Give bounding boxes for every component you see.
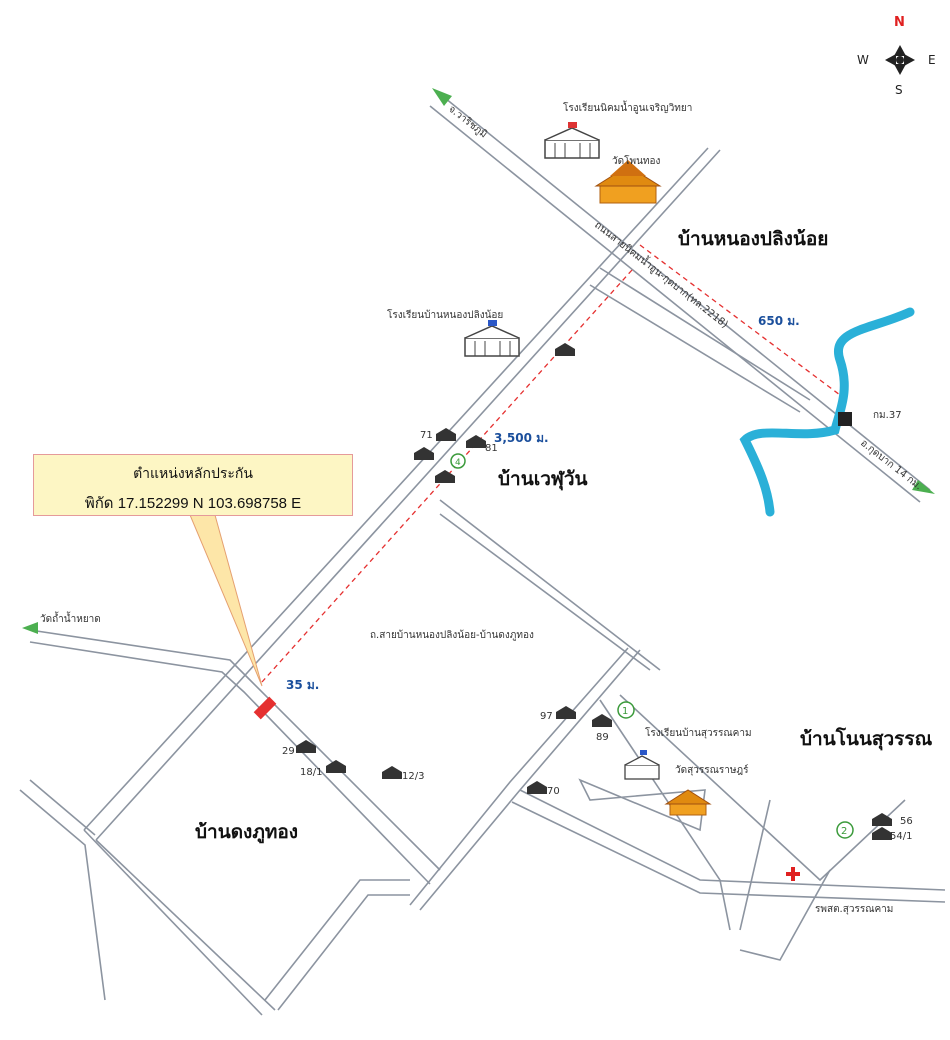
label-hospital: รพสต.สุวรรณคาม [815,904,893,915]
label-school-suwankham: โรงเรียนบ้านสุวรรณคาม [645,726,752,739]
label-km-marker: กม.37 [873,410,902,421]
label-wat-phon-thong: วัดโพนทอง [612,154,661,167]
route-highway [639,244,841,396]
house-no-29: 29 [282,746,295,757]
house-no-97: 97 [540,711,553,722]
property-callout: ตำแหน่งหลักประกัน พิกัด 17.152299 N 103.… [33,454,353,516]
label-wat-tham: วัดถ้ำน้ำหยาด [40,611,101,625]
compass-w: W [857,53,869,67]
house-no-71: 71 [420,430,433,441]
marker-1: 1 [617,701,635,719]
label-school-nikhom: โรงเรียนนิคมน้ำอูนเจริญวิทยา [563,100,692,114]
distance-650: 650 ม. [758,314,800,328]
svg-text:2: 2 [841,826,847,837]
house-no-18-1: 18/1 [300,767,322,778]
svg-text:1: 1 [622,706,628,717]
road-network [19,93,946,1016]
house-no-81: 81 [485,443,498,454]
arrow-wat-tham [22,622,38,634]
distance-35: 35 ม. [286,678,319,692]
temple-icon [594,160,662,204]
hospital-icon [786,867,800,881]
village-non-suwan: บ้านโนนสุวรรณ [800,727,933,751]
compass-n: N [894,15,905,30]
temple-icon [664,789,712,816]
house-no-54-1: 54/1 [890,831,912,842]
compass-e: E [928,53,936,67]
distance-3500: 3,500 ม. [494,431,549,445]
route-main [261,269,633,683]
callout-pointer [189,514,263,687]
arrow-kudbak [912,480,935,494]
school-icon [624,750,660,780]
callout-coords: พิกัด 17.152299 N 103.698758 E [84,495,302,512]
arrow-warich [432,88,452,106]
village-nong-pling-noi: บ้านหนองปลิงน้อย [678,228,828,250]
callout-title: ตำแหน่งหลักประกัน [133,465,253,481]
svg-text:4: 4 [455,458,461,468]
marker-4: 4 [450,453,466,469]
label-to-kudbak: อ.กุดบาก 14 กม. [858,438,924,493]
river [739,307,915,517]
label-school-nong-pling: โรงเรียนบ้านหนองปลิงน้อย [387,308,503,321]
bridge [838,412,852,426]
compass-s: S [895,83,903,97]
house-no-56: 56 [900,816,913,827]
house-icons [296,343,892,840]
label-to-warich: จ.วาริชภูมิ [446,104,489,141]
house-no-12-3: 12/3 [402,771,424,782]
property-marker [253,696,277,720]
school-icon [544,122,600,159]
school-icon [464,320,520,357]
house-no-70: 70 [547,786,560,797]
marker-2: 2 [836,821,854,839]
compass-icon: N S W E [857,15,936,97]
label-side-road: ถ.สายบ้านหนองปลิงน้อย-บ้านดงภูทอง [370,629,534,641]
house-no-89: 89 [596,732,609,743]
label-wat-suwan: วัดสุวรรณราษฎร์ [675,764,749,776]
village-dong-phu-thong: บ้านดงภูทอง [195,821,298,844]
village-wet-wan: บ้านเวฬุวัน [498,468,588,491]
